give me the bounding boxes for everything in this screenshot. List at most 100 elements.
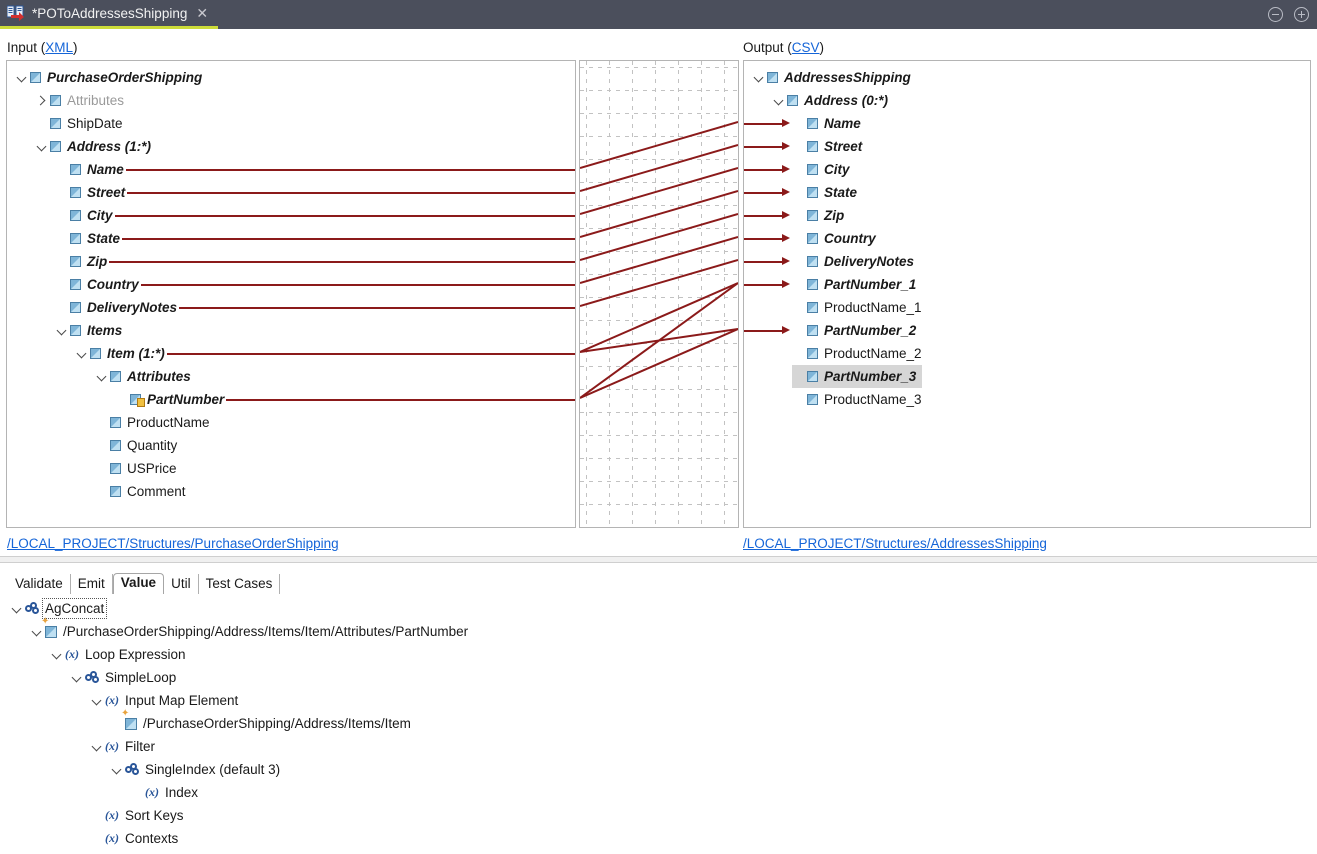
expression-node-contexts[interactable]: (x)Contexts xyxy=(90,827,178,850)
mapping-link-line[interactable] xyxy=(580,236,738,284)
tree-node-label: DeliveryNotes xyxy=(87,300,178,315)
mapping-link-line[interactable] xyxy=(580,259,738,307)
mapping-link-line[interactable] xyxy=(580,167,738,215)
functoid-icon xyxy=(25,602,39,615)
input-tree-node-deliverynotes[interactable]: DeliveryNotes xyxy=(55,296,177,319)
output-tree-node-deliverynotes[interactable]: DeliveryNotes xyxy=(792,250,914,273)
editor-tab-potoaddressesshipping[interactable]: *POToAddressesShipping ✕ xyxy=(0,0,219,29)
output-tree-node-productname-1[interactable]: ProductName_1 xyxy=(792,296,922,319)
expand-collapse-down-icon[interactable] xyxy=(772,89,787,112)
panel-splitter[interactable] xyxy=(0,556,1317,563)
mapping-canvas[interactable] xyxy=(579,60,739,528)
input-structure-path-link[interactable]: /LOCAL_PROJECT/Structures/PurchaseOrderS… xyxy=(7,536,339,551)
expression-node-sort-keys[interactable]: (x)Sort Keys xyxy=(90,804,184,827)
input-tree-node-attributes[interactable]: Attributes xyxy=(95,365,191,388)
mapping-link-stub xyxy=(744,215,782,217)
expression-node-simpleloop[interactable]: SimpleLoop xyxy=(70,666,176,689)
input-tree-node-comment[interactable]: Comment xyxy=(95,480,186,503)
output-tree-node-partnumber-1[interactable]: PartNumber_1 xyxy=(792,273,916,296)
input-tree-node-item-1[interactable]: Item (1:*) xyxy=(75,342,165,365)
expand-collapse-down-icon[interactable] xyxy=(75,342,90,365)
expression-node-agconcat[interactable]: AgConcat xyxy=(10,597,108,620)
expression-node-index[interactable]: (x)Index xyxy=(130,781,198,804)
input-tree-node-partnumber[interactable]: PartNumber xyxy=(115,388,224,411)
expression-node-label: SingleIndex (default 3) xyxy=(145,762,281,777)
input-tree-node-usprice[interactable]: USPrice xyxy=(95,457,177,480)
expand-collapse-down-icon[interactable] xyxy=(15,66,30,89)
bottom-tab-test-cases[interactable]: Test Cases xyxy=(199,574,281,594)
expand-collapse-down-icon[interactable] xyxy=(90,689,105,712)
mapping-link-stub xyxy=(141,284,575,286)
tree-node-label: Country xyxy=(824,231,876,246)
input-tree-node-productname[interactable]: ProductName xyxy=(95,411,210,434)
output-tree-node-city[interactable]: City xyxy=(792,158,850,181)
tree-indent-spacer xyxy=(130,781,145,804)
mapping-link-line[interactable] xyxy=(580,282,738,353)
element-node-icon xyxy=(807,348,818,359)
input-tree-node-attributes[interactable]: Attributes xyxy=(35,89,124,112)
bottom-tab-value[interactable]: Value xyxy=(112,573,165,594)
input-tree-node-country[interactable]: Country xyxy=(55,273,139,296)
element-node-icon xyxy=(110,440,121,451)
input-tree-node-street[interactable]: Street xyxy=(55,181,125,204)
mapping-link-line[interactable] xyxy=(580,190,738,238)
input-tree-node-address-1[interactable]: Address (1:*) xyxy=(35,135,151,158)
minimize-icon[interactable] xyxy=(1268,7,1283,22)
expand-collapse-down-icon[interactable] xyxy=(90,735,105,758)
expand-collapse-down-icon[interactable] xyxy=(50,643,65,666)
expand-collapse-right-icon[interactable] xyxy=(35,89,50,112)
element-node-icon xyxy=(767,72,778,83)
bottom-tab-util[interactable]: Util xyxy=(164,574,199,594)
output-tree-node-addressesshipping[interactable]: AddressesShipping xyxy=(752,66,911,89)
input-tree-node-quantity[interactable]: Quantity xyxy=(95,434,177,457)
expression-node-singleindex-default-3[interactable]: SingleIndex (default 3) xyxy=(110,758,280,781)
expand-collapse-down-icon[interactable] xyxy=(70,666,85,689)
expand-collapse-down-icon[interactable] xyxy=(95,365,110,388)
expression-node-loop-expression[interactable]: (x)Loop Expression xyxy=(50,643,186,666)
output-tree-node-productname-2[interactable]: ProductName_2 xyxy=(792,342,922,365)
output-tree-node-productname-3[interactable]: ProductName_3 xyxy=(792,388,922,411)
expression-node-input-map-element[interactable]: (x)Input Map Element xyxy=(90,689,238,712)
expand-collapse-down-icon[interactable] xyxy=(35,135,50,158)
input-tree-node-name[interactable]: Name xyxy=(55,158,124,181)
output-tree-node-partnumber-3[interactable]: PartNumber_3 xyxy=(792,365,923,388)
output-tree-node-state[interactable]: State xyxy=(792,181,857,204)
output-format-link[interactable]: CSV xyxy=(791,40,820,55)
expression-node-label: AgConcat xyxy=(41,598,108,619)
output-tree-node-name[interactable]: Name xyxy=(792,112,861,135)
tree-indent-spacer xyxy=(792,250,807,273)
output-structure-path-link[interactable]: /LOCAL_PROJECT/Structures/AddressesShipp… xyxy=(743,536,1047,551)
input-tree-node-state[interactable]: State xyxy=(55,227,120,250)
expand-collapse-down-icon[interactable] xyxy=(10,597,25,620)
expand-collapse-down-icon[interactable] xyxy=(752,66,767,89)
mapping-link-line[interactable] xyxy=(580,282,738,399)
input-format-link[interactable]: XML xyxy=(45,40,74,55)
output-tree-node-address-0[interactable]: Address (0:*) xyxy=(772,89,888,112)
input-tree-node-shipdate[interactable]: ShipDate xyxy=(35,112,123,135)
expression-icon: (x) xyxy=(105,831,119,845)
input-tree-node-city[interactable]: City xyxy=(55,204,113,227)
output-tree-node-partnumber-2[interactable]: PartNumber_2 xyxy=(792,319,916,342)
input-tree-node-items[interactable]: Items xyxy=(55,319,122,342)
bottom-tab-emit[interactable]: Emit xyxy=(71,574,113,594)
input-tree-node-zip[interactable]: Zip xyxy=(55,250,107,273)
close-icon[interactable]: ✕ xyxy=(196,5,209,21)
output-tree-node-zip[interactable]: Zip xyxy=(792,204,844,227)
expression-node-filter[interactable]: (x)Filter xyxy=(90,735,155,758)
bottom-tab-validate[interactable]: Validate xyxy=(8,574,71,594)
mapping-link-line[interactable] xyxy=(580,121,738,169)
expression-node-purchaseordershipping-address-items-item-attribute[interactable]: /PurchaseOrderShipping/Address/Items/Ite… xyxy=(30,617,468,643)
output-tree-node-street[interactable]: Street xyxy=(792,135,862,158)
maximize-icon[interactable] xyxy=(1294,7,1309,22)
expand-collapse-down-icon[interactable] xyxy=(55,319,70,342)
expand-collapse-down-icon[interactable] xyxy=(110,758,125,781)
input-tree-node-purchaseordershipping[interactable]: PurchaseOrderShipping xyxy=(15,66,202,89)
output-tree-node-country[interactable]: Country xyxy=(792,227,876,250)
expression-node-purchaseordershipping-address-items-item[interactable]: /PurchaseOrderShipping/Address/Items/Ite… xyxy=(110,709,411,735)
mapping-link-line[interactable] xyxy=(580,144,738,192)
mapping-link-line[interactable] xyxy=(580,213,738,261)
mapping-link-line[interactable] xyxy=(580,328,738,399)
